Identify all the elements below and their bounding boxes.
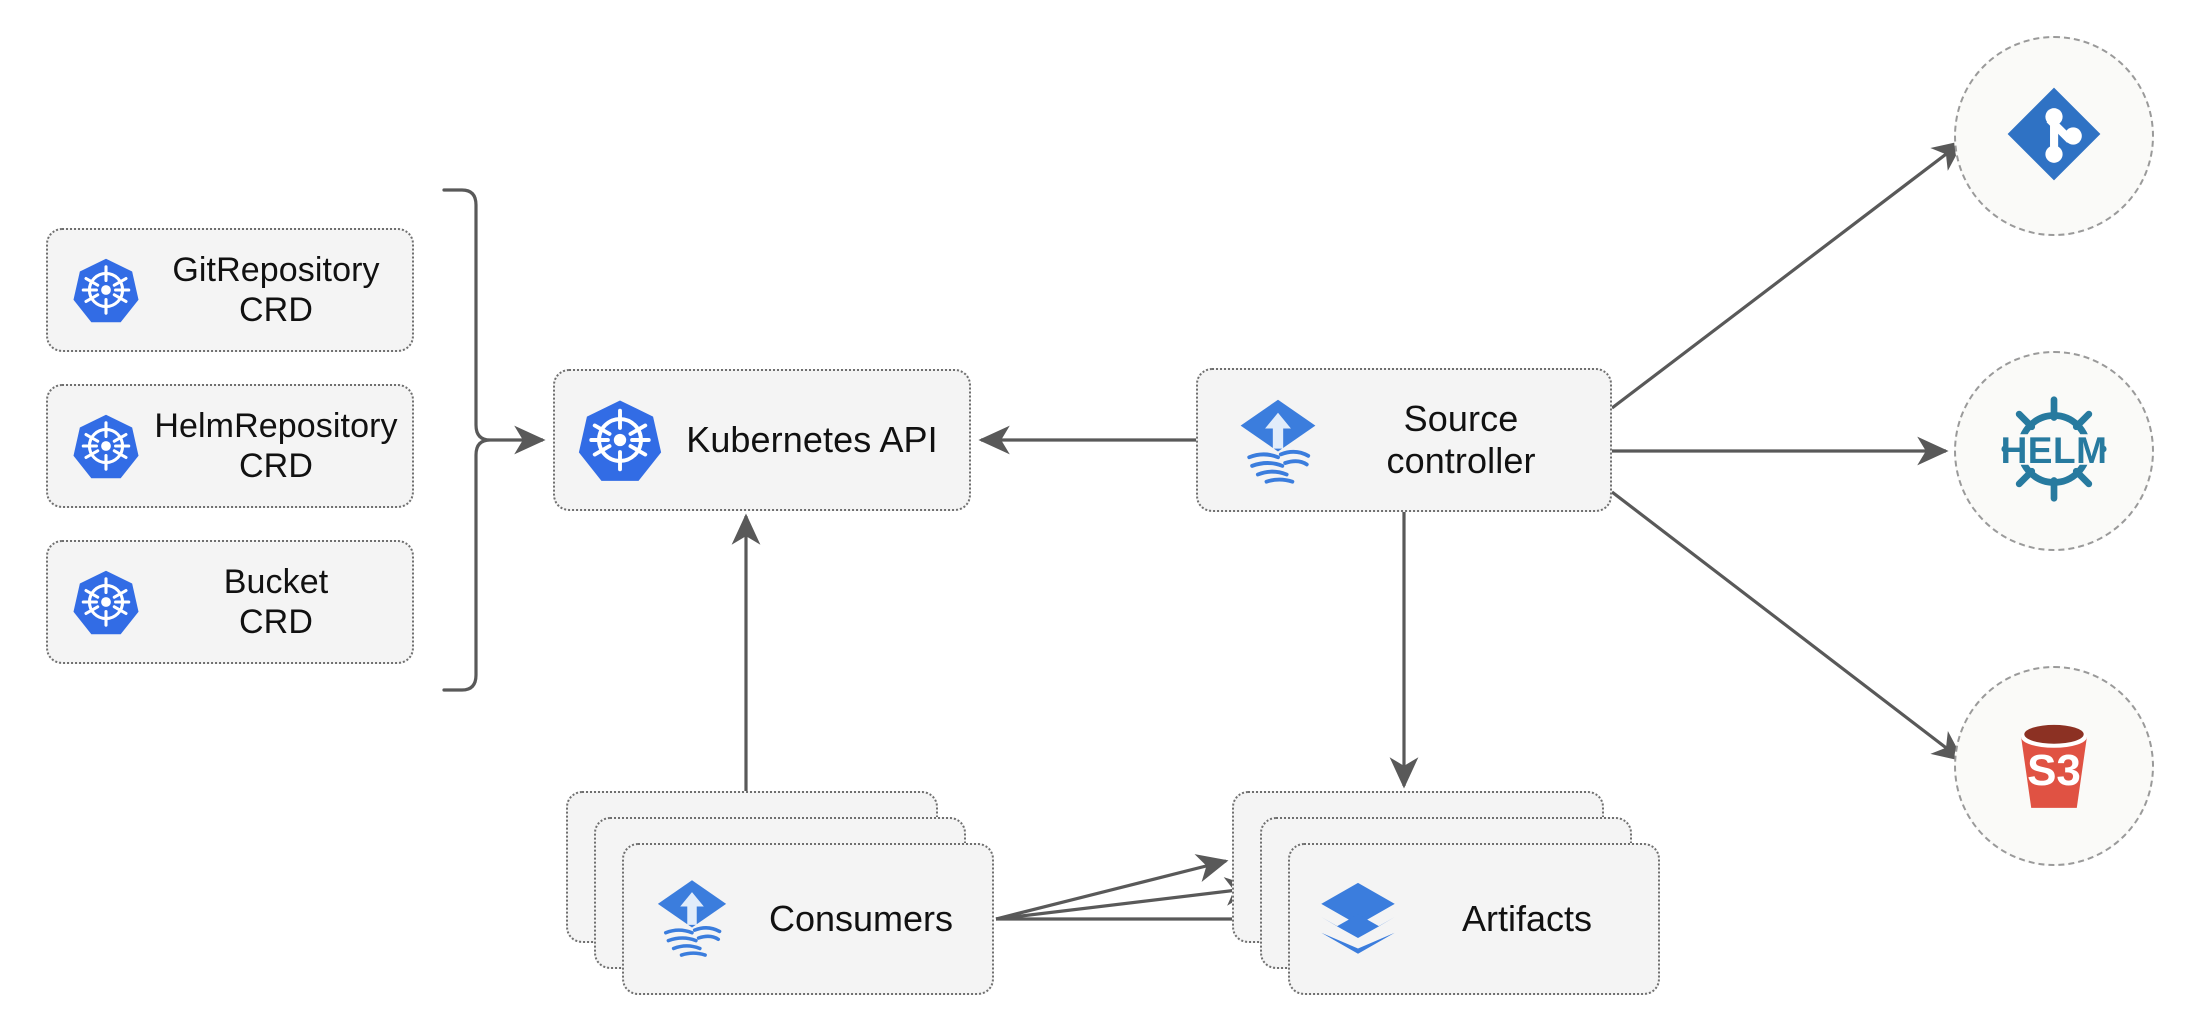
node-label: Bucket CRD — [223, 562, 329, 641]
node-s3-source[interactable]: S3 — [1954, 666, 2154, 866]
node-source-controller[interactable]: Source controller — [1196, 368, 1612, 512]
node-gitrepository-crd[interactable]: GitRepository CRD — [46, 228, 414, 352]
kubernetes-icon — [72, 256, 140, 324]
node-artifacts[interactable]: Artifacts — [1232, 791, 1660, 995]
git-icon — [2001, 81, 2107, 192]
node-label: GitRepository CRD — [172, 250, 380, 329]
flux-icon — [1232, 394, 1324, 486]
kubernetes-icon — [577, 397, 663, 483]
node-kubernetes-api[interactable]: Kubernetes API — [553, 369, 971, 511]
node-bucket-crd[interactable]: Bucket CRD — [46, 540, 414, 664]
node-consumers[interactable]: Consumers — [566, 791, 994, 995]
crd-group-bracket — [442, 188, 491, 692]
node-label: HelmRepository CRD — [154, 406, 398, 485]
kubernetes-icon — [72, 568, 140, 636]
kubernetes-icon — [72, 412, 140, 480]
helm-wordmark: HELM — [2000, 430, 2108, 471]
edge-consumers-to-artifacts-2 — [995, 877, 1257, 921]
helm-icon: HELM — [1991, 386, 2117, 517]
node-git-source[interactable] — [1954, 36, 2154, 236]
edge-consumers-to-artifacts-1 — [995, 854, 1229, 921]
edge-source-to-git — [1611, 140, 1965, 410]
node-label: Kubernetes API — [686, 418, 938, 460]
artifacts-card-front[interactable]: Artifacts — [1288, 843, 1660, 995]
edge-source-to-s3 — [1611, 490, 1965, 762]
node-helm-source[interactable]: HELM — [1954, 351, 2154, 551]
node-label: Consumers — [768, 898, 954, 939]
node-helmrepository-crd[interactable]: HelmRepository CRD — [46, 384, 414, 508]
consumers-card-front[interactable]: Consumers — [622, 843, 994, 995]
s3-wordmark: S3 — [2027, 745, 2081, 795]
node-label: Artifacts — [1461, 898, 1593, 939]
flux-icon — [650, 875, 734, 964]
layers-icon — [1316, 875, 1400, 964]
node-label: Source controller — [1386, 397, 1536, 481]
s3-bucket-icon: S3 — [2000, 710, 2108, 823]
